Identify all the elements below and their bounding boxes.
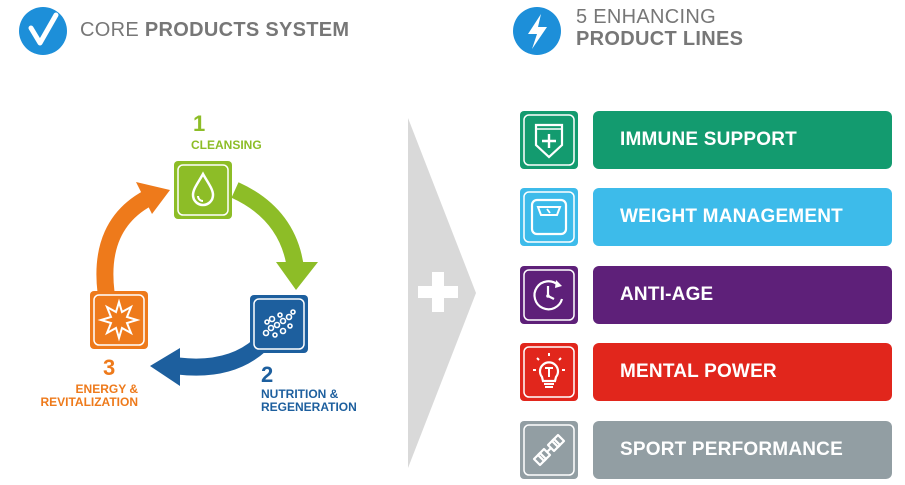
droplet-icon [174, 161, 232, 219]
step-1-label: CLEANSING [191, 138, 262, 152]
step-2-label: NUTRITION & REGENERATION [261, 388, 357, 414]
step-2-label-line2: REGENERATION [261, 400, 357, 414]
enhancing-line2: PRODUCT LINES [576, 28, 744, 50]
product-line-icon-immune [520, 111, 578, 169]
plus-chevron [408, 118, 476, 468]
clock-icon [523, 269, 575, 321]
step-1-number: 1 [193, 111, 206, 136]
product-line-antiage[interactable]: ANTI-AGE [593, 266, 892, 324]
step-2-label-line1: NUTRITION & [261, 387, 339, 401]
step-3-label: ENERGY & REVITALIZATION [20, 383, 138, 409]
core-title-prefix: CORE [80, 19, 145, 41]
step-3-label-line1: ENERGY & [75, 382, 138, 396]
checkmark-icon [19, 7, 67, 55]
product-line-icon-sport [520, 421, 578, 479]
shield-plus-icon [523, 114, 575, 166]
product-line-icon-mental [520, 343, 578, 401]
molecules-icon [250, 295, 308, 353]
product-line-sport[interactable]: SPORT PERFORMANCE [593, 421, 892, 479]
enhancing-line1: 5 ENHANCING [576, 6, 716, 28]
core-products-title: CORE PRODUCTS SYSTEM [80, 19, 349, 42]
scale-icon [523, 191, 575, 243]
lightbulb-icon [523, 346, 575, 398]
plus-icon [418, 272, 458, 312]
dumbbell-icon [523, 424, 575, 476]
step-3-label-line2: REVITALIZATION [40, 395, 138, 409]
product-line-icon-weight [520, 188, 578, 246]
core-title-bold: PRODUCTS SYSTEM [144, 19, 350, 41]
lightning-icon [513, 7, 561, 55]
product-line-immune[interactable]: IMMUNE SUPPORT [593, 111, 892, 169]
step-3-number: 3 [103, 355, 116, 380]
product-line-weight[interactable]: WEIGHT MANAGEMENT [593, 188, 892, 246]
enhancing-title: 5 ENHANCING PRODUCT LINES [576, 6, 743, 50]
sun-icon [90, 291, 148, 349]
product-line-mental[interactable]: MENTAL POWER [593, 343, 892, 401]
step-2-number: 2 [261, 362, 274, 387]
product-line-icon-antiage [520, 266, 578, 324]
